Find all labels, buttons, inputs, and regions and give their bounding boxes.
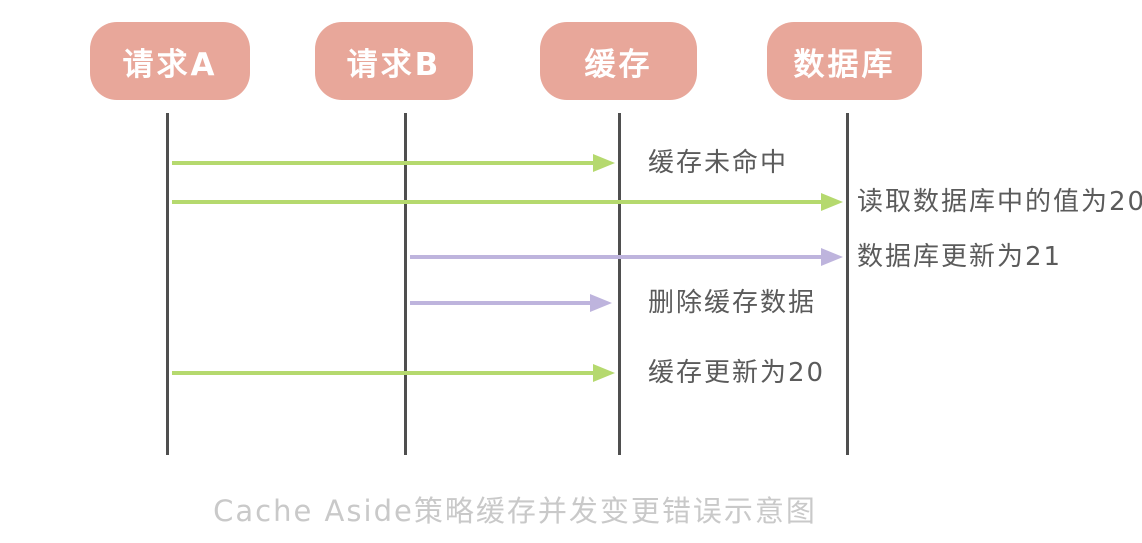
actor-database-label: 数据库 xyxy=(793,46,896,83)
actor-database: 数据库 xyxy=(767,22,922,100)
lifeline-request-b xyxy=(404,113,407,455)
arrow-shaft xyxy=(172,161,597,165)
lifeline-request-a xyxy=(166,113,169,455)
actor-cache: 缓存 xyxy=(540,22,697,100)
diagram-caption: Cache Aside策略缓存并发变更错误示意图 xyxy=(213,494,817,528)
arrowhead-icon xyxy=(593,154,615,172)
actor-request-b: 请求B xyxy=(315,22,473,100)
arrow-cache-update-20 xyxy=(172,364,615,382)
actor-cache-label: 缓存 xyxy=(584,46,653,83)
arrowhead-icon xyxy=(821,248,843,266)
arrow-shaft xyxy=(410,301,594,305)
lifeline-database xyxy=(846,113,849,455)
actor-request-a: 请求A xyxy=(90,22,250,100)
label-read-db-value-20: 读取数据库中的值为20 xyxy=(857,187,1142,217)
actor-request-a-label: 请求A xyxy=(122,46,218,83)
label-cache-update-20: 缓存更新为20 xyxy=(648,358,826,388)
label-db-update-21: 数据库更新为21 xyxy=(857,242,1063,272)
arrow-read-db-value-20 xyxy=(172,193,843,211)
arrow-db-update-21 xyxy=(410,248,843,266)
arrow-shaft xyxy=(172,200,825,204)
arrowhead-icon xyxy=(593,364,615,382)
arrowhead-icon xyxy=(590,294,612,312)
arrowhead-icon xyxy=(821,193,843,211)
lifeline-cache xyxy=(618,113,621,455)
arrow-shaft xyxy=(410,255,825,259)
label-cache-miss: 缓存未命中 xyxy=(648,148,789,178)
actor-request-b-label: 请求B xyxy=(346,46,442,83)
arrow-delete-cache-data xyxy=(410,294,612,312)
arrow-cache-miss xyxy=(172,154,615,172)
label-delete-cache-data: 删除缓存数据 xyxy=(648,288,817,318)
arrow-shaft xyxy=(172,371,597,375)
